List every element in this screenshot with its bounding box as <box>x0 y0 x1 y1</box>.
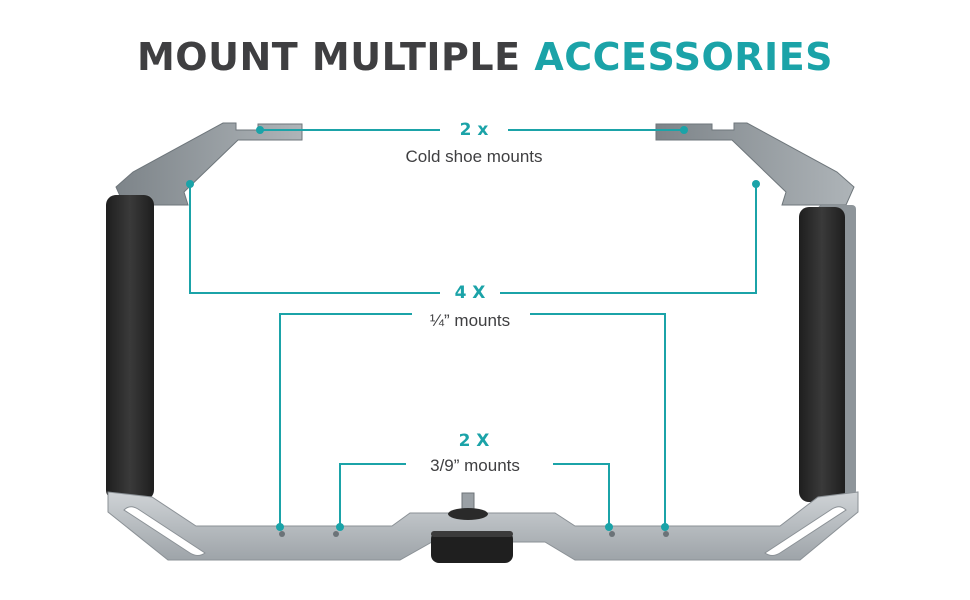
page-title: MOUNT MULTIPLE ACCESSORIES <box>0 34 970 80</box>
three-ninths-count: 2 X <box>458 431 490 451</box>
quarter-inner-leader-left <box>279 313 412 524</box>
callout-dot <box>336 523 344 531</box>
callout-dot <box>752 180 760 188</box>
center-knob <box>431 531 513 563</box>
quarter-outer-leader-left <box>189 184 440 294</box>
quarter-inner-leader-right <box>530 313 666 524</box>
bottom-base-plate <box>107 491 859 561</box>
callout-dot <box>276 523 284 531</box>
cold-shoe-label: Cold shoe mounts <box>405 147 543 166</box>
quarter-outer-leader-right <box>500 184 757 294</box>
right-foam-grip <box>799 207 845 502</box>
quarter-mounts-count: 4 X <box>454 283 486 303</box>
callout-dot <box>661 523 669 531</box>
quarter-mounts-label: ¼” mounts <box>429 311 511 330</box>
callout-dot <box>605 523 613 531</box>
three-ninths-label: 3/9” mounts <box>430 456 520 475</box>
three-ninths-leader-left <box>339 463 406 524</box>
mount-hole-3 <box>609 531 615 537</box>
mount-hole-1 <box>279 531 285 537</box>
screw-washer <box>448 508 488 520</box>
center-knob-highlight <box>431 531 513 537</box>
mount-hole-2 <box>333 531 339 537</box>
mount-hole-4 <box>663 531 669 537</box>
right-lower-slot <box>764 506 847 556</box>
callout-dot <box>256 126 264 134</box>
cold-shoe-count: 2 x <box>459 120 489 140</box>
title-part-2: ACCESSORIES <box>534 35 834 79</box>
left-lower-slot <box>123 506 206 556</box>
title-part-1: MOUNT MULTIPLE <box>136 35 521 79</box>
left-foam-grip <box>106 195 154 500</box>
upper-right-arm <box>655 122 855 206</box>
three-ninths-leader-right <box>553 463 610 524</box>
callout-dot <box>680 126 688 134</box>
callout-dot <box>186 180 194 188</box>
upper-left-arm <box>115 122 303 206</box>
